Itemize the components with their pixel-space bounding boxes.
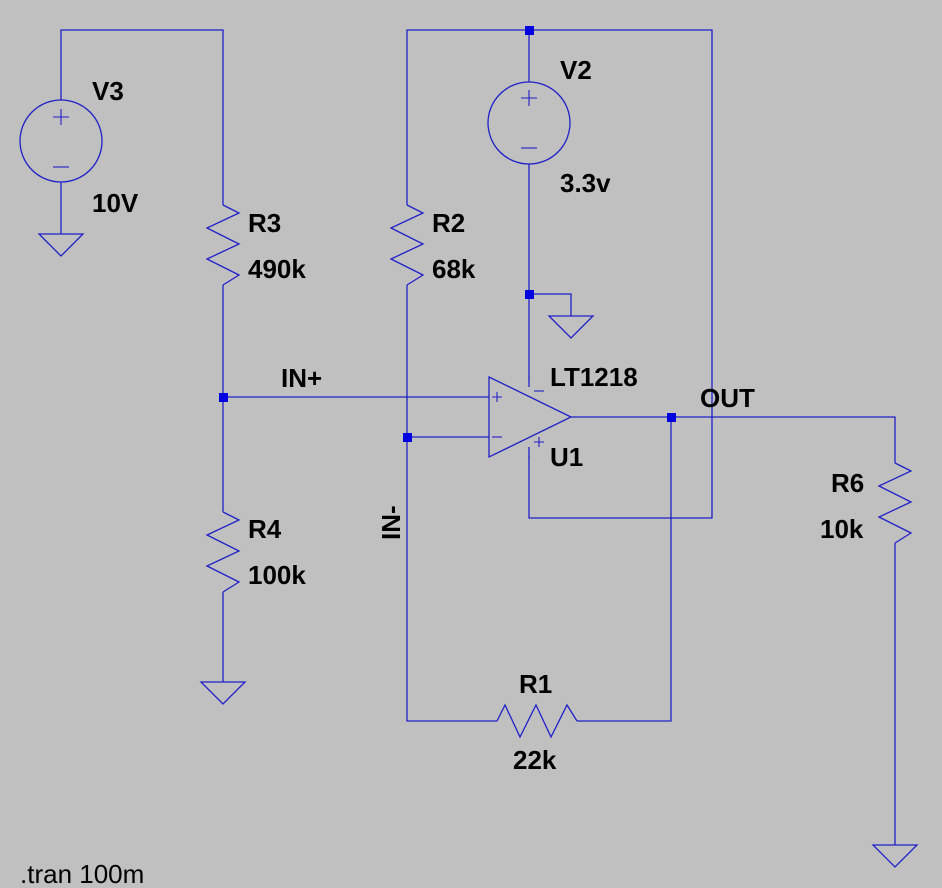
r2-resistor[interactable]: R2 68k [389, 204, 476, 286]
ground-icon [37, 233, 85, 257]
u1-ref: U1 [550, 442, 583, 472]
net-label-out: OUT [700, 383, 755, 413]
v3-ref: V3 [92, 76, 124, 106]
resistor-icon [496, 703, 578, 739]
wire-v3-r3 [60, 29, 224, 205]
resistor-icon [205, 204, 241, 286]
r6-value: 10k [820, 514, 864, 544]
junction-dot [219, 393, 228, 402]
resistor-icon [877, 462, 913, 544]
voltage-source-icon [487, 81, 571, 165]
r1-ref: R1 [519, 669, 552, 699]
grounds [37, 233, 919, 868]
voltage-source-icon [19, 99, 103, 183]
ground-icon [199, 681, 247, 705]
r2-ref: R2 [432, 208, 465, 238]
r3-value: 490k [248, 254, 306, 284]
wire-r1-out [577, 417, 672, 722]
wire-gnd-branch [529, 293, 572, 316]
junction-dot [403, 433, 412, 442]
r6-resistor[interactable]: R6 10k [820, 462, 913, 544]
v3-source[interactable]: V3 10V [19, 76, 139, 218]
r4-resistor[interactable]: R4 100k [205, 511, 306, 593]
op-amp-icon [488, 375, 573, 459]
r3-resistor[interactable]: R3 490k [205, 204, 306, 286]
v2-ref: V2 [560, 55, 592, 85]
wire-in-minus [406, 285, 497, 722]
u1-opamp[interactable]: LT1218 U1 [488, 362, 638, 472]
r3-ref: R3 [248, 208, 281, 238]
junction-dot [525, 26, 534, 35]
net-label-in-minus: IN- [376, 505, 406, 540]
wire-out [571, 416, 896, 463]
u1-model: LT1218 [550, 362, 638, 392]
v2-source[interactable]: V2 3.3v [487, 55, 611, 198]
r1-resistor[interactable]: R1 22k [496, 669, 578, 775]
sim-directive[interactable]: .tran 100m [20, 859, 144, 888]
junctions [219, 26, 676, 442]
net-label-in-plus: IN+ [281, 363, 322, 393]
junction-dot [667, 413, 676, 422]
r1-value: 22k [513, 745, 557, 775]
ground-icon [547, 315, 595, 339]
r2-value: 68k [432, 254, 476, 284]
v3-value: 10V [92, 188, 139, 218]
resistor-icon [205, 511, 241, 593]
wires [60, 29, 896, 845]
resistor-icon [389, 204, 425, 286]
wire-top-rail [406, 29, 713, 519]
junction-dot [525, 290, 534, 299]
v2-value: 3.3v [560, 168, 611, 198]
r4-value: 100k [248, 560, 306, 590]
ground-icon [871, 844, 919, 868]
r6-ref: R6 [831, 468, 864, 498]
r4-ref: R4 [248, 514, 282, 544]
